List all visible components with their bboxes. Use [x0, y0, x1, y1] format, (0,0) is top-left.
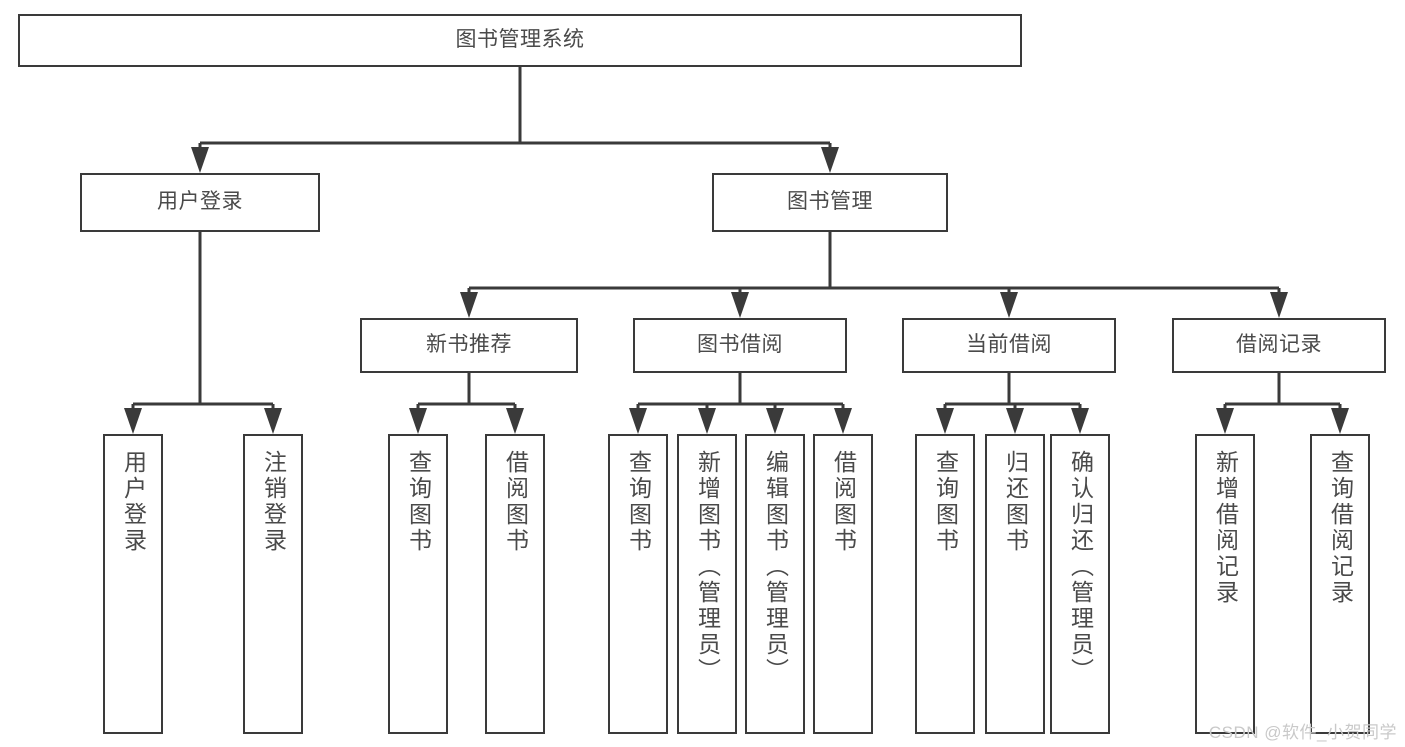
node-label: 当前借阅: [966, 333, 1052, 357]
node-label: 查询图书: [625, 450, 652, 554]
arrow-head-icon: [124, 408, 142, 434]
node-label: 查询图书: [405, 450, 432, 554]
arrow-head-icon: [1071, 408, 1089, 434]
node-l-queryrec[interactable]: 查询借阅记录: [1310, 434, 1370, 734]
node-label: 查询图书: [932, 450, 959, 554]
node-label: 新书推荐: [426, 333, 512, 357]
arrow-head-icon: [766, 408, 784, 434]
node-label: 查询借阅记录: [1327, 450, 1354, 606]
node-l-query1[interactable]: 查询图书: [388, 434, 448, 734]
node-borrow[interactable]: 图书借阅: [633, 318, 847, 373]
node-label: 归还图书: [1002, 450, 1029, 554]
arrow-head-icon: [731, 292, 749, 318]
node-label: 图书管理系统: [455, 28, 585, 52]
node-current[interactable]: 当前借阅: [902, 318, 1116, 373]
node-l-confirm[interactable]: 确认归还（管理员）: [1050, 434, 1110, 734]
node-l-return[interactable]: 归还图书: [985, 434, 1045, 734]
node-label: 注销登录: [260, 450, 287, 554]
node-l-query2[interactable]: 查询图书: [608, 434, 668, 734]
node-records[interactable]: 借阅记录: [1172, 318, 1386, 373]
node-login[interactable]: 用户登录: [80, 173, 320, 232]
arrow-head-icon: [1331, 408, 1349, 434]
node-bookmgmt[interactable]: 图书管理: [712, 173, 948, 232]
node-label: 编辑图书（管理员）: [762, 450, 789, 684]
arrow-head-icon: [821, 147, 839, 173]
node-l-borrow2[interactable]: 借阅图书: [813, 434, 873, 734]
node-newbook[interactable]: 新书推荐: [360, 318, 578, 373]
node-l-logout[interactable]: 注销登录: [243, 434, 303, 734]
node-l-addrec[interactable]: 新增借阅记录: [1195, 434, 1255, 734]
node-l-query3[interactable]: 查询图书: [915, 434, 975, 734]
arrow-head-icon: [506, 408, 524, 434]
arrow-head-icon: [1000, 292, 1018, 318]
arrow-head-icon: [460, 292, 478, 318]
node-l-add[interactable]: 新增图书（管理员）: [677, 434, 737, 734]
node-label: 新增图书（管理员）: [694, 450, 721, 684]
node-label: 图书管理: [787, 190, 873, 214]
arrow-head-icon: [409, 408, 427, 434]
arrow-head-icon: [834, 408, 852, 434]
node-label: 用户登录: [120, 450, 147, 554]
node-l-borrow1[interactable]: 借阅图书: [485, 434, 545, 734]
arrow-head-icon: [698, 408, 716, 434]
node-label: 用户登录: [157, 190, 243, 214]
node-label: 确认归还（管理员）: [1067, 450, 1094, 684]
arrow-head-icon: [1270, 292, 1288, 318]
node-label: 新增借阅记录: [1212, 450, 1239, 606]
watermark-text: CSDN @软件_小贺同学: [1208, 723, 1397, 742]
arrow-head-icon: [264, 408, 282, 434]
arrow-head-icon: [191, 147, 209, 173]
arrow-head-icon: [1216, 408, 1234, 434]
node-l-edit[interactable]: 编辑图书（管理员）: [745, 434, 805, 734]
node-root[interactable]: 图书管理系统: [18, 14, 1022, 67]
arrow-head-icon: [629, 408, 647, 434]
node-label: 图书借阅: [697, 333, 783, 357]
node-label: 借阅记录: [1236, 333, 1322, 357]
node-label: 借阅图书: [830, 450, 857, 554]
arrow-head-icon: [1006, 408, 1024, 434]
node-l-login[interactable]: 用户登录: [103, 434, 163, 734]
node-label: 借阅图书: [502, 450, 529, 554]
arrow-head-icon: [936, 408, 954, 434]
